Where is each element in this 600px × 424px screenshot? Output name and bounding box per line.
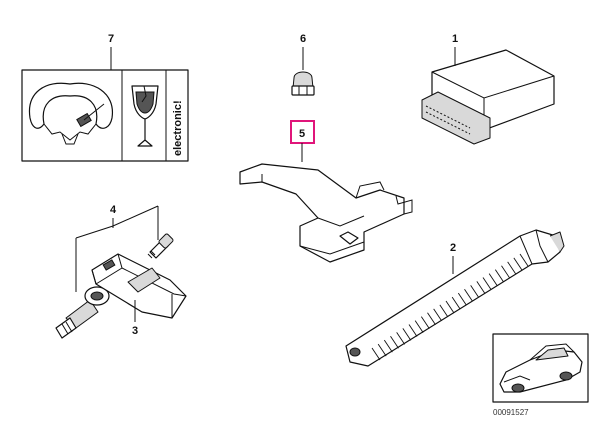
cable-tie-ridge — [377, 343, 387, 357]
cable-tie-ridge — [501, 265, 510, 278]
cable-tie-ridge — [519, 253, 529, 267]
cable-tie-ridge — [513, 257, 523, 271]
cable-tie-ridge — [470, 285, 480, 298]
cable-tie-ridge — [445, 300, 455, 314]
cable-tie-ridge — [494, 269, 504, 282]
tire-icon — [28, 82, 113, 145]
label-electronic-text: electronic! — [172, 100, 184, 156]
part-5-bracket[interactable] — [239, 163, 413, 263]
cable-tie-ridge — [439, 304, 449, 318]
cable-tie-ridge — [482, 277, 492, 290]
car-icon — [499, 343, 583, 393]
part-2-cable-tie[interactable] — [345, 229, 565, 367]
cable-tie-ridge — [390, 336, 399, 349]
part-4-valve-stem[interactable] — [55, 286, 110, 339]
part-7-warning-label[interactable]: electronic! — [21, 69, 189, 162]
cable-tie-ridge — [427, 312, 436, 325]
callout-6: 6 — [300, 33, 306, 45]
cable-tie-ridge — [433, 308, 443, 322]
cable-tie-ridge — [383, 339, 393, 353]
callout-7: 7 — [108, 33, 114, 45]
vehicle-thumbnail[interactable] — [492, 333, 589, 403]
cable-tie-ridge — [464, 289, 473, 302]
cable-tie-ridge — [402, 328, 412, 341]
cable-tie-ridge — [457, 292, 467, 306]
cable-tie-ridge — [420, 316, 430, 329]
part-6-nut[interactable] — [291, 71, 315, 96]
part-1-control-unit[interactable] — [421, 49, 555, 145]
cable-tie-ridge — [396, 332, 406, 345]
callout-5: 5 — [299, 128, 305, 140]
cable-tie-ridge — [414, 320, 424, 333]
cable-tie-ridge — [408, 324, 418, 337]
callout-4: 4 — [110, 204, 117, 216]
fragile-glass-icon — [131, 85, 159, 147]
leader-4 — [75, 205, 159, 292]
part-3-sensor-body[interactable] — [91, 253, 187, 319]
cable-tie-ridge — [476, 281, 486, 294]
callout-1: 1 — [452, 33, 458, 45]
callout-3: 3 — [132, 325, 138, 337]
part-4-valve-screw[interactable] — [147, 233, 174, 259]
cable-tie-ridge — [451, 296, 461, 310]
callout-2: 2 — [450, 242, 456, 254]
cable-tie-ridge — [507, 261, 517, 275]
cable-tie-ridge — [488, 273, 498, 286]
cable-tie-ridges — [371, 253, 529, 361]
cable-tie-ridge — [371, 347, 381, 361]
diagram-code: 00091527 — [493, 408, 529, 417]
